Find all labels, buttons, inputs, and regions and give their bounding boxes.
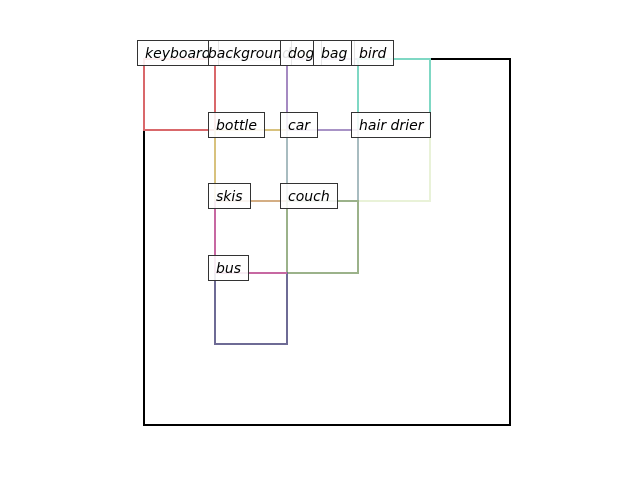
box-keyboard bbox=[143, 58, 216, 131]
label-bottle: bottle bbox=[208, 112, 265, 138]
label-bird: bird bbox=[351, 40, 395, 66]
label-bag: bag bbox=[313, 40, 356, 66]
label-keyboard: keyboard bbox=[137, 40, 219, 66]
box-bus-outline bbox=[214, 272, 288, 345]
label-background: background bbox=[208, 40, 292, 66]
label-car: car bbox=[280, 112, 319, 138]
box-hair-drier bbox=[357, 129, 431, 202]
outer-frame bbox=[143, 58, 511, 426]
label-skis: skis bbox=[208, 183, 251, 209]
label-couch: couch bbox=[280, 183, 338, 209]
box-couch bbox=[286, 200, 359, 274]
label-hair-drier: hair drier bbox=[351, 112, 432, 138]
label-bus: bus bbox=[208, 255, 250, 281]
